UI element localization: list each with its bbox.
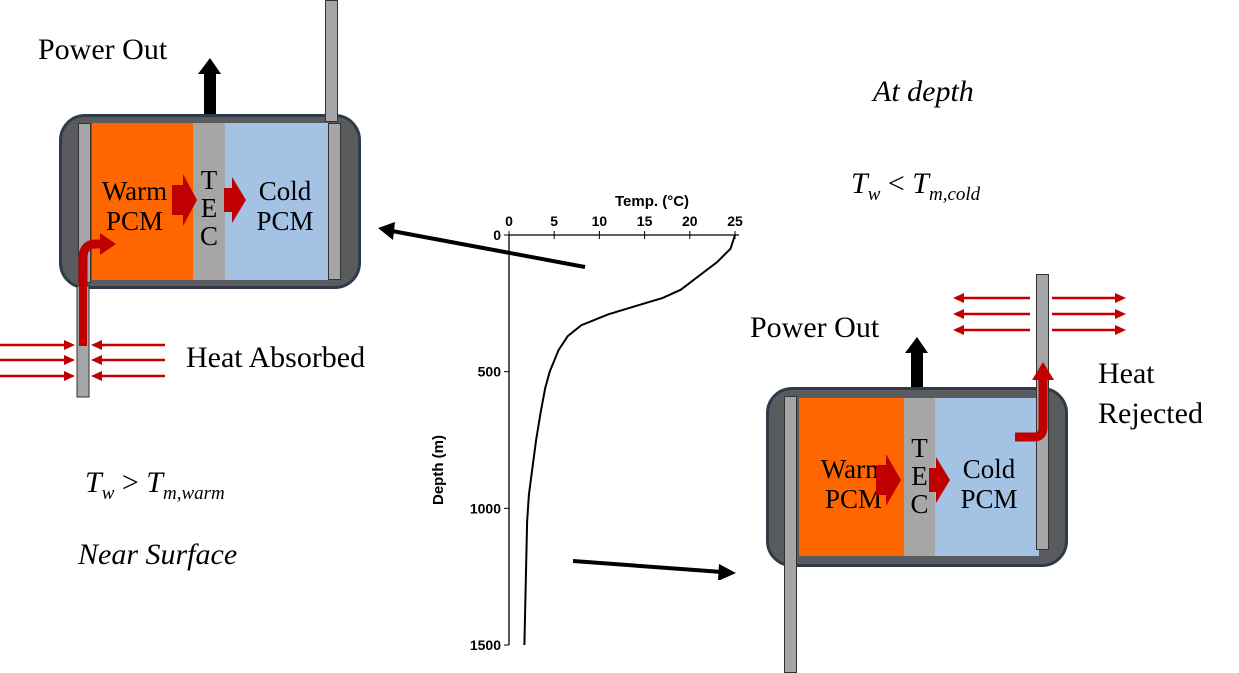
heat-rejected-line: Heat: [1098, 357, 1155, 390]
heat-absorbed-label: Heat Absorbed: [186, 341, 366, 374]
y-tick-label: 1000: [470, 500, 501, 516]
heat-flow-arrow-icon: [1032, 362, 1054, 380]
y-tick-label: 0: [493, 227, 501, 243]
warm-pcm-label: PCM: [824, 484, 883, 514]
warm-pcm-label: PCM: [105, 206, 164, 236]
warm-pcm-label: Warm: [820, 454, 887, 484]
heat-flow-arrow-icon: [929, 457, 950, 503]
location-at-depth: At depth: [873, 75, 974, 108]
tec-letter: C: [199, 221, 218, 251]
rod-right-surface: [328, 123, 341, 280]
temperature-profile-line: [523, 234, 736, 646]
y-tick-label: 500: [478, 364, 502, 380]
heat-flow-arrows-depth: [876, 293, 1126, 506]
x-tick-label: 0: [505, 213, 513, 229]
x-tick-label: 25: [727, 213, 743, 229]
heat-rejected-line: Rejected: [1098, 397, 1203, 430]
heat-rejected-label: Heat Rejected: [1098, 354, 1203, 434]
cold-pcm-depth: Cold PCM: [935, 398, 1039, 556]
tec-surface: T E C: [193, 123, 225, 280]
power-out-label-surface: Power Out: [38, 33, 168, 66]
y-tick-label: 1500: [470, 637, 501, 653]
cold-pcm-label: Cold: [258, 176, 312, 206]
y-axis-label: Depth (m): [430, 435, 447, 505]
arrow-to-surface-device-icon: [378, 222, 395, 240]
heat-flow-arrow-icon: [224, 177, 246, 223]
x-axis-label: Temp. (°C): [615, 193, 689, 210]
condition-depth: Tw < Tm,cold: [851, 167, 981, 205]
tec-letter: C: [910, 489, 929, 519]
connector-arrows: [378, 222, 736, 580]
x-tick-label: 10: [592, 213, 608, 229]
heat-flow-arrow-icon: [100, 233, 116, 255]
x-tick-label: 5: [550, 213, 558, 229]
x-tick-label: 15: [637, 213, 653, 229]
tec-letter: T: [911, 433, 928, 463]
thermal-device-depth: Warm PCM T E C Cold PCM: [766, 387, 1068, 567]
heat-flow-arrow-icon: [172, 174, 197, 226]
tec-depth: T E C: [904, 398, 935, 556]
vertical-rod-top-surface: [325, 0, 338, 122]
cold-pcm-label: PCM: [256, 206, 314, 236]
heat-flow-arrows-surface: [0, 174, 246, 398]
location-near-surface: Near Surface: [78, 538, 238, 571]
condition-surface: Tw > Tm,warm: [85, 466, 225, 504]
tec-letter: E: [200, 193, 218, 223]
cold-pcm-label: PCM: [960, 484, 1018, 514]
tec-letter: E: [911, 461, 928, 491]
heat-flow-arrow-icon: [876, 454, 901, 506]
tec-letter: T: [200, 165, 218, 195]
temperature-depth-profile-chart: 0 5 10 15 20 25 0 500 1000 1500 Temp. (°C) Depth (m…: [430, 193, 743, 653]
arrow-to-depth-device-icon: [718, 564, 736, 580]
x-tick-label: 20: [682, 213, 698, 229]
cold-pcm-label: Cold: [962, 454, 1016, 484]
power-out-label-depth: Power Out: [750, 311, 880, 344]
warm-pcm-label: Warm: [101, 176, 168, 206]
